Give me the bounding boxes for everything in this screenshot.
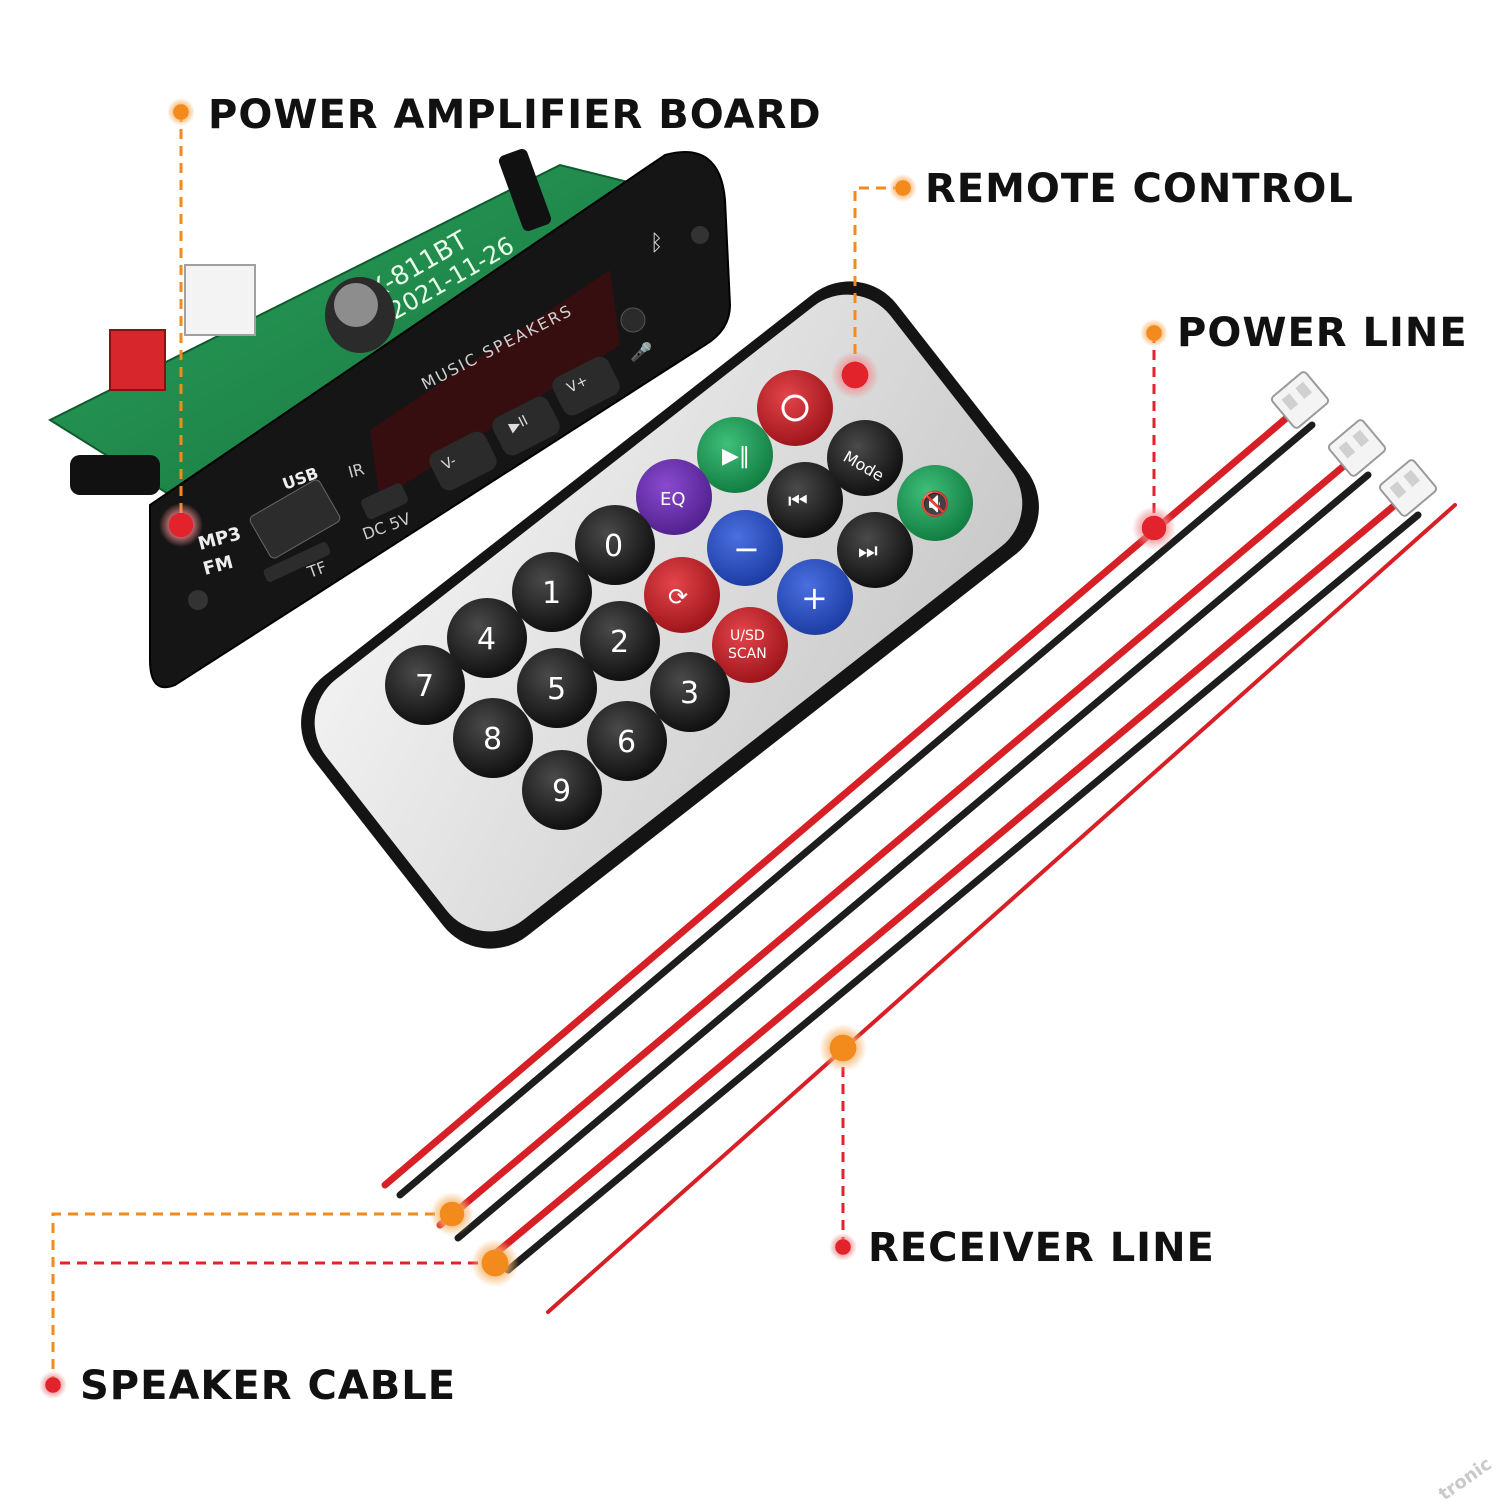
panel-buttons: V- ▶II V+ bbox=[426, 353, 623, 494]
next-icon: ⏭ bbox=[858, 539, 878, 564]
callout-dot bbox=[430, 1192, 474, 1236]
digit-1-button[interactable] bbox=[512, 552, 592, 632]
digit-3-button[interactable] bbox=[650, 652, 730, 732]
digit-2-button[interactable] bbox=[580, 601, 660, 681]
callout-dot bbox=[1132, 506, 1176, 550]
callout-dot bbox=[889, 174, 917, 202]
wire-red bbox=[486, 501, 1399, 1262]
callout-lines bbox=[51, 112, 1156, 1385]
repeat-button[interactable] bbox=[644, 557, 720, 633]
jst-connector bbox=[1327, 419, 1387, 477]
power-button[interactable] bbox=[757, 370, 833, 446]
prev-icon: ⏮ bbox=[788, 489, 808, 514]
plus-button[interactable] bbox=[777, 559, 853, 635]
tf-slot bbox=[263, 542, 331, 582]
digit-9-button[interactable] bbox=[522, 750, 602, 830]
volume-up-button[interactable] bbox=[549, 353, 623, 419]
digit-label: 6 bbox=[617, 725, 636, 760]
callout-line bbox=[51, 1212, 452, 1385]
callout-dot bbox=[831, 351, 879, 399]
digit-label: 7 bbox=[415, 669, 434, 704]
digit-label: 4 bbox=[477, 622, 496, 657]
power-icon bbox=[781, 394, 809, 422]
eq-label: EQ bbox=[660, 489, 686, 510]
button-label: ▶II bbox=[507, 413, 531, 436]
callout-dot bbox=[1140, 319, 1168, 347]
scan-label: SCAN bbox=[728, 646, 767, 662]
play-pause-icon: ▶‖ bbox=[722, 444, 750, 469]
digit-label: 2 bbox=[610, 625, 629, 660]
microphone-icon: 🎤 bbox=[630, 341, 652, 363]
wire-set bbox=[381, 371, 1457, 1314]
wire-red bbox=[436, 461, 1349, 1229]
play-pause-button[interactable] bbox=[697, 417, 773, 493]
jst-connector bbox=[1378, 459, 1438, 517]
remote-buttons: ▶‖ Mode EQ ⏮ 🔇 0 − ⏭ 1 bbox=[385, 370, 973, 830]
usd-scan-button[interactable] bbox=[712, 607, 788, 683]
prev-button[interactable] bbox=[767, 462, 843, 538]
capacitor-top bbox=[334, 283, 378, 327]
play-pause-button[interactable] bbox=[489, 393, 563, 459]
plus-label: + bbox=[801, 579, 828, 617]
dc-port bbox=[361, 483, 408, 520]
wire-black bbox=[454, 471, 1372, 1242]
callout-dot bbox=[39, 1371, 67, 1399]
mode-button[interactable] bbox=[827, 420, 903, 496]
usb-port bbox=[249, 479, 341, 559]
callout-power-line: POWER LINE bbox=[1177, 310, 1468, 356]
digit-label: 9 bbox=[552, 774, 571, 809]
callout-power-amplifier-board: POWER AMPLIFIER BOARD bbox=[208, 92, 822, 138]
digit-5-button[interactable] bbox=[517, 648, 597, 728]
digit-8-button[interactable] bbox=[453, 698, 533, 778]
callout-remote-control: REMOTE CONTROL bbox=[925, 166, 1354, 212]
wire-black bbox=[396, 421, 1316, 1199]
callout-dot bbox=[471, 1239, 519, 1287]
volume-down-button[interactable] bbox=[426, 428, 500, 494]
digit-label: 0 bbox=[604, 529, 623, 564]
screw-hole bbox=[691, 226, 709, 244]
white-connector bbox=[184, 264, 256, 336]
callout-dot bbox=[159, 503, 203, 547]
callout-dot bbox=[819, 1024, 867, 1072]
screw-hole bbox=[188, 590, 208, 610]
repeat-icon: ⟳ bbox=[668, 583, 688, 611]
mute-button[interactable] bbox=[897, 465, 973, 541]
callout-dots bbox=[39, 98, 1176, 1399]
digit-label: 5 bbox=[547, 672, 566, 707]
digit-label: 3 bbox=[680, 676, 699, 711]
wire-black bbox=[504, 511, 1422, 1274]
button-label: V- bbox=[440, 453, 460, 474]
led-display bbox=[370, 270, 620, 500]
eq-button[interactable] bbox=[636, 459, 712, 535]
next-button[interactable] bbox=[837, 512, 913, 588]
mic-jack bbox=[620, 307, 646, 333]
usd-label: U/SD bbox=[730, 628, 765, 644]
remote-control: ▶‖ Mode EQ ⏮ 🔇 0 − ⏭ 1 bbox=[301, 281, 1039, 949]
watermark-logo: tronic bbox=[1435, 1454, 1496, 1500]
digit-0-button[interactable] bbox=[575, 505, 655, 585]
power-amplifier-board: X-811BT 2021-11-26 MUSIC SPEAKERS V- ▶II… bbox=[47, 148, 732, 689]
callout-dot bbox=[167, 98, 195, 126]
minus-label: − bbox=[733, 530, 760, 568]
callout-dot bbox=[829, 1233, 857, 1261]
callout-line bbox=[853, 186, 903, 372]
mute-icon: 🔇 bbox=[920, 490, 950, 518]
digit-label: 8 bbox=[483, 722, 502, 757]
callout-receiver-line: RECEIVER LINE bbox=[868, 1225, 1215, 1271]
callout-speaker-cable: SPEAKER CABLE bbox=[80, 1363, 457, 1409]
mount-rod bbox=[70, 455, 160, 495]
red-connector bbox=[109, 329, 166, 391]
jst-connector bbox=[1270, 371, 1330, 429]
ir-label: IR bbox=[346, 459, 366, 481]
mount-rod bbox=[498, 148, 552, 232]
digit-label: 1 bbox=[542, 576, 561, 611]
digit-7-button[interactable] bbox=[385, 645, 465, 725]
digit-6-button[interactable] bbox=[587, 701, 667, 781]
wire-red bbox=[546, 503, 1457, 1314]
digit-4-button[interactable] bbox=[447, 598, 527, 678]
minus-button[interactable] bbox=[707, 510, 783, 586]
bluetooth-icon: ᛒ bbox=[650, 231, 663, 256]
